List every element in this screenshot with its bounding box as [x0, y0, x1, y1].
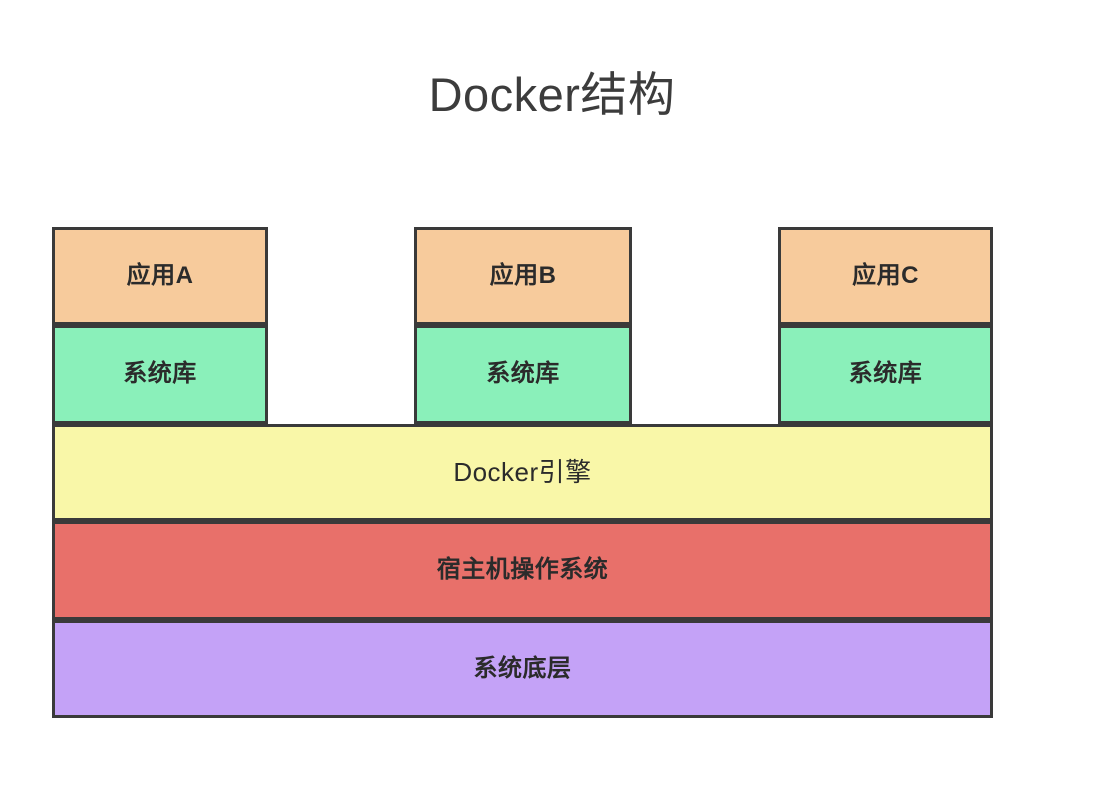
docker-engine-layer: Docker引擎: [52, 424, 993, 521]
page-title: Docker结构: [428, 68, 676, 121]
system-library-box-3-label: 系统库: [848, 360, 923, 388]
host-os-label: 宿主机操作系统: [436, 556, 609, 584]
app-box-2-label: 应用B: [489, 261, 557, 289]
base-system-label: 系统底层: [473, 654, 572, 682]
app-box-3-label: 应用C: [852, 261, 919, 289]
base-system-layer: 系统底层: [52, 620, 993, 718]
app-box-3: 应用C: [778, 227, 993, 325]
system-library-box-3: 系统库: [778, 325, 993, 424]
system-library-box-1: 系统库: [52, 325, 268, 424]
system-library-box-1-label: 系统库: [123, 360, 197, 388]
app-box-2: 应用B: [414, 227, 632, 325]
system-library-box-2-label: 系统库: [486, 360, 560, 388]
host-os-layer: 宿主机操作系统: [52, 521, 993, 620]
app-box-1-label: 应用A: [126, 261, 194, 289]
system-library-box-2: 系统库: [414, 325, 632, 424]
docker-engine-label: Docker引擎: [453, 456, 592, 487]
app-box-1: 应用A: [52, 227, 268, 325]
